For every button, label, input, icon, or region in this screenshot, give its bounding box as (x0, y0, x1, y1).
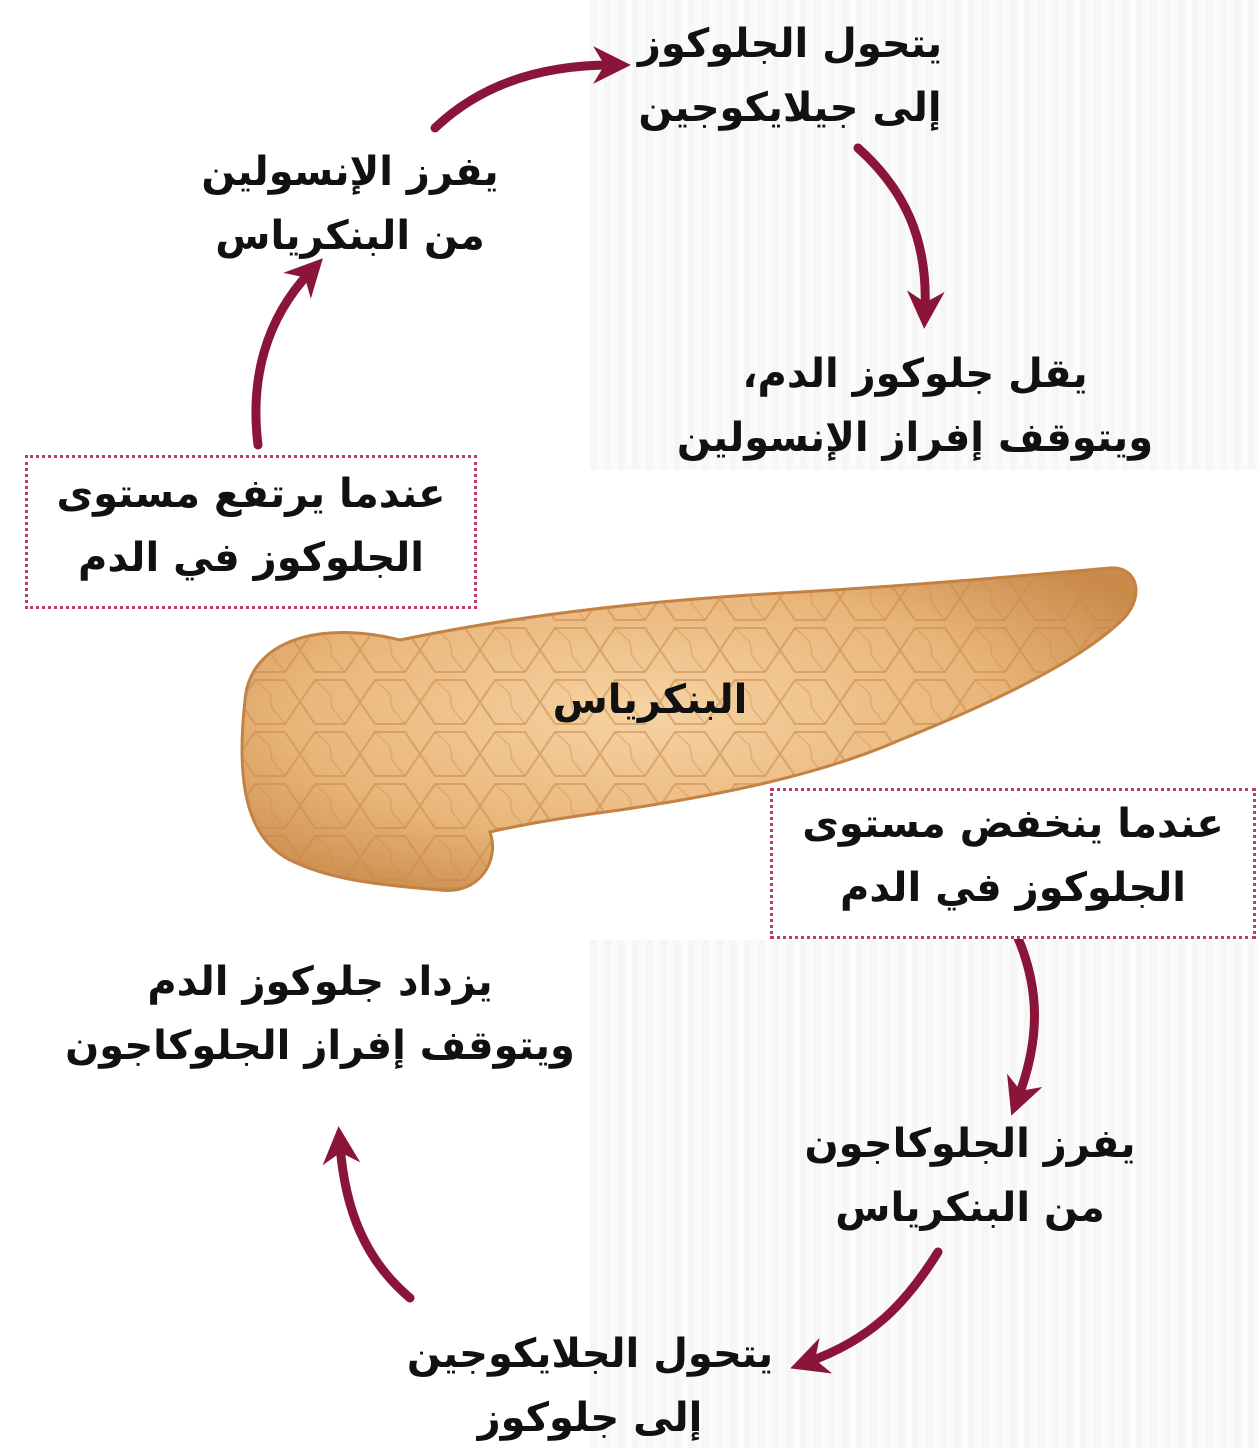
arrow-glucagon-to-glucose (808, 1252, 938, 1362)
glucagon-secretion-label: يفرز الجلوكاجون من البنكرياس (780, 1112, 1160, 1240)
glycogen-to-glucose-label: يتحول الجلايكوجين إلى جلوكوز (380, 1322, 800, 1450)
arrow-trigger-to-glucagon (1018, 938, 1035, 1098)
arrow-glycogen-to-decrease (858, 148, 925, 310)
blood-glucose-decrease-label: يقل جلوكوز الدم، ويتوقف إفراز الإنسولين (655, 342, 1175, 470)
pancreas-label: البنكرياس (520, 668, 780, 732)
blood-glucose-increase-label: يزداد جلوكوز الدم ويتوقف إفراز الجلوكاجو… (50, 950, 590, 1078)
low-glucose-trigger-label: عندما ينخفض مستوى الجلوكوز في الدم (770, 792, 1256, 920)
insulin-secretion-label: يفرز الإنسولين من البنكرياس (175, 140, 525, 268)
glucose-to-glycogen-label: يتحول الجلوكوز إلى جيلايكوجين (600, 12, 980, 140)
high-glucose-trigger-label: عندما يرتفع مستوى الجلوكوز في الدم (25, 462, 477, 590)
arrow-insulin-to-glycogen (435, 65, 612, 128)
arrow-trigger-to-insulin (256, 272, 310, 445)
arrow-glucose-to-increase (340, 1145, 410, 1298)
